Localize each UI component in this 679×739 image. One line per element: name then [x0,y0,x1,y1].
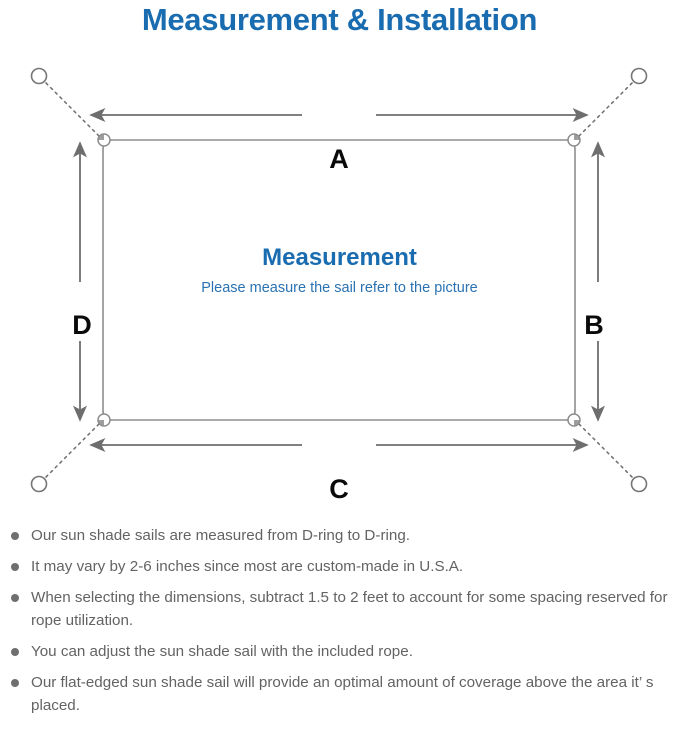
notes-list: Our sun shade sails are measured from D-… [0,524,679,725]
d-ring-top-left-fill [98,134,104,140]
measurement-diagram: A B C D [0,46,679,516]
d-ring-top-right-fill [574,134,580,140]
bullet-icon [11,532,19,540]
list-item: Our sun shade sails are measured from D-… [0,524,679,547]
dimension-label-c: C [329,474,349,504]
anchor-bottom-right [630,475,648,493]
sail-rectangle [102,139,576,421]
measurement-heading: Measurement [262,244,417,271]
dimension-label-a: A [329,144,349,174]
diagram-svg [30,67,648,493]
bullet-icon [11,648,19,656]
anchor-top-left [30,67,48,85]
rope-bottom-left [43,423,100,480]
list-item-text: It may vary by 2-6 inches since most are… [31,558,464,575]
list-item-text: You can adjust the sun shade sail with t… [31,643,413,660]
dimension-label-d: D [72,310,92,340]
page-title: Measurement & Installation [141,2,538,37]
d-ring-bottom-right-fill [574,420,580,426]
list-item-text: Our sun shade sails are measured from D-… [31,527,410,544]
list-item: It may vary by 2-6 inches since most are… [0,555,679,578]
dimension-label-b: B [584,310,604,340]
list-item: When selecting the dimensions, subtract … [0,586,679,632]
rope-top-left [43,80,100,137]
list-item: Our flat-edged sun shade sail will provi… [0,671,679,717]
d-ring-bottom-left-fill [98,420,104,426]
bullet-icon [11,594,19,602]
anchor-top-right [630,67,648,85]
list-item-text: When selecting the dimensions, subtract … [31,589,668,629]
list-item-text: Our flat-edged sun shade sail will provi… [31,674,654,714]
list-item: You can adjust the sun shade sail with t… [0,640,679,663]
rope-top-right [578,80,635,137]
anchor-bottom-left [30,475,48,493]
measurement-subheading: Please measure the sail refer to the pic… [201,280,478,296]
bullet-icon [11,679,19,687]
bullet-icon [11,563,19,571]
rope-bottom-right [578,423,635,480]
